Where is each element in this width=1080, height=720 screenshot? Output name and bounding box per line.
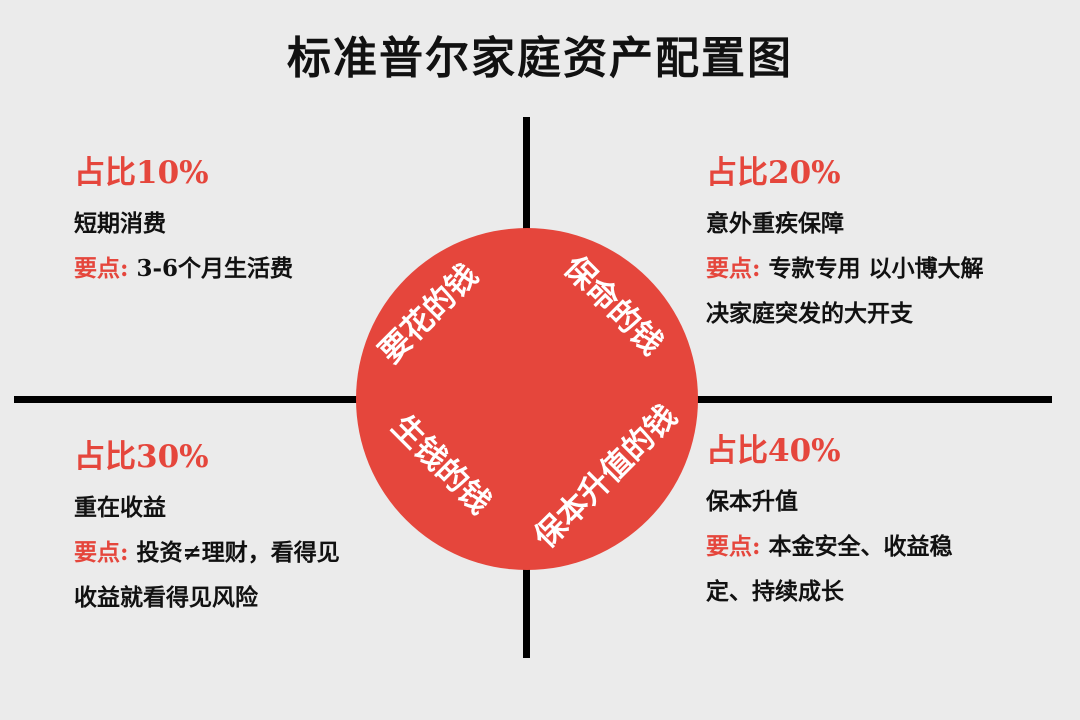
- key-point-continued: 定、持续成长: [706, 578, 844, 605]
- key-point-continued: 收益就看得见风险: [74, 584, 258, 611]
- key-text: 投资≠理财，看得见: [128, 539, 340, 566]
- key-point-continued: 决家庭突发的大开支: [706, 300, 913, 327]
- key-point: 要点: 专款专用 以小博大解: [706, 246, 1066, 291]
- key-text: 3-6个月生活费: [128, 255, 294, 282]
- category-label: 重在收益: [74, 494, 166, 521]
- key-label: 要点:: [74, 539, 129, 566]
- key-point: 要点: 本金安全、收益稳: [706, 524, 1046, 569]
- key-text: 专款专用 以小博大解: [760, 255, 984, 282]
- center-circle: [356, 228, 698, 570]
- horizontal-axis-left: [14, 396, 360, 403]
- key-label: 要点:: [706, 533, 761, 560]
- horizontal-axis-right: [694, 396, 1052, 403]
- percent-label: 占比40%: [706, 433, 841, 469]
- category-label: 意外重疾保障: [706, 210, 844, 237]
- key-point: 要点: 3-6个月生活费: [74, 246, 374, 291]
- quadrant-bottom-left: 占比30% 重在收益 要点: 投资≠理财，看得见 收益就看得见风险: [74, 442, 434, 620]
- page-title: 标准普尔家庭资产配置图: [287, 33, 793, 84]
- key-text: 本金安全、收益稳: [760, 533, 953, 560]
- percent-label: 占比20%: [706, 155, 841, 191]
- key-label: 要点:: [706, 255, 761, 282]
- key-label: 要点:: [74, 255, 129, 282]
- category-label: 保本升值: [706, 488, 798, 515]
- percent-label: 占比10%: [74, 155, 209, 191]
- key-point: 要点: 投资≠理财，看得见: [74, 530, 434, 575]
- quadrant-top-left: 占比10% 短期消费 要点: 3-6个月生活费: [74, 158, 374, 291]
- category-label: 短期消费: [74, 210, 166, 237]
- quadrant-bottom-right: 占比40% 保本升值 要点: 本金安全、收益稳 定、持续成长: [706, 436, 1046, 614]
- quadrant-top-right: 占比20% 意外重疾保障 要点: 专款专用 以小博大解 决家庭突发的大开支: [706, 158, 1066, 336]
- percent-label: 占比30%: [74, 439, 209, 475]
